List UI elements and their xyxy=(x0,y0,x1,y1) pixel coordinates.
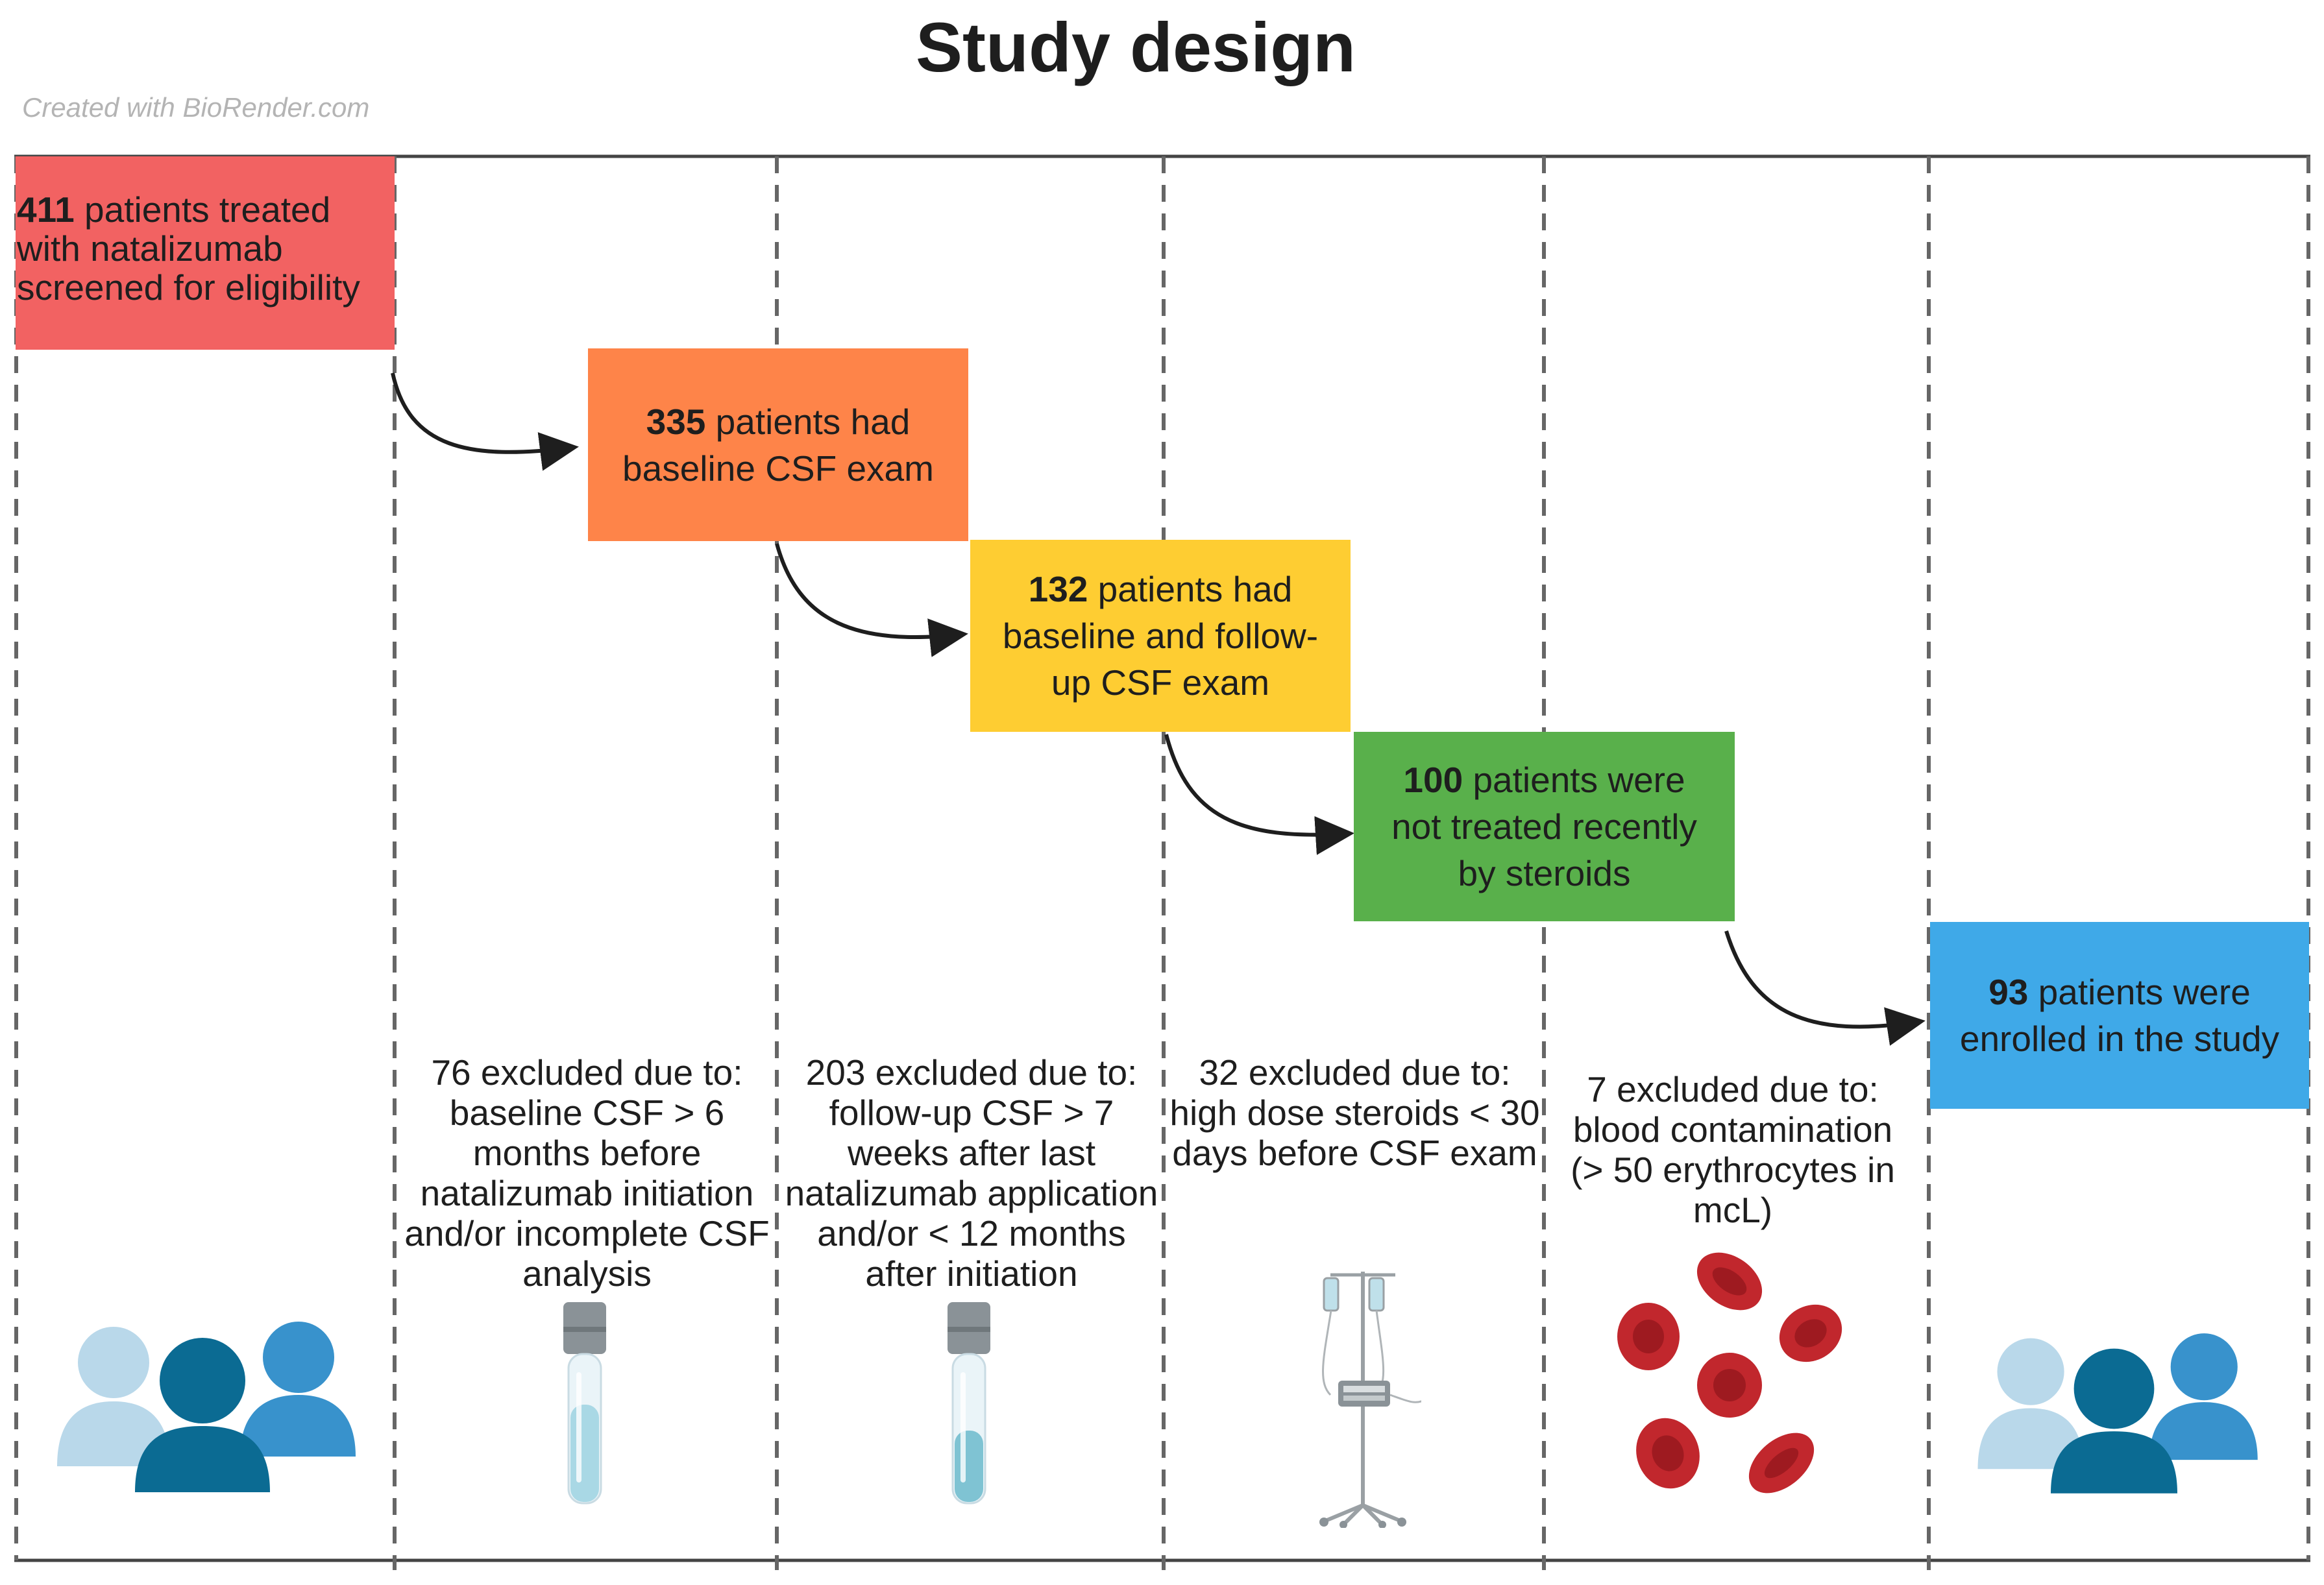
exclusion-text: follow-up CSF > 7 weeks after last natal… xyxy=(785,1093,1158,1294)
exclusion-heading: 32 excluded due to: xyxy=(1199,1052,1511,1093)
exclusion-text: blood contamination (> 50 erythrocytes i… xyxy=(1571,1109,1895,1230)
exclusion-heading: 7 excluded due to: xyxy=(1587,1069,1879,1109)
patients-group-icon xyxy=(1977,1333,2258,1494)
exclusion-note: 203 excluded due to: follow-up CSF > 7 w… xyxy=(777,1052,1166,1294)
enrolled-text: patients were enrolled in the study xyxy=(1959,972,2280,1059)
flow-arrow xyxy=(1164,734,1354,855)
steroids-text: patients were not treated recently by st… xyxy=(1391,760,1697,893)
patients-group-icon xyxy=(57,1322,356,1492)
enrolled-label: 93 patients were enrolled in the study xyxy=(1951,969,2288,1062)
flow-arrow xyxy=(391,372,579,471)
baseline-box: 335 patients had baseline CSF exam xyxy=(588,348,968,541)
exclusion-text: baseline CSF > 6 months before natalizum… xyxy=(404,1093,770,1294)
red-blood-cells-icon xyxy=(1617,1252,1842,1494)
enrolled-count: 93 xyxy=(1988,972,2029,1012)
baseline-text: patients had baseline CSF exam xyxy=(622,401,934,489)
exclusion-note: 7 excluded due to: blood contamination (… xyxy=(1558,1069,1908,1230)
steroids-label: 100 patients were not treated recently b… xyxy=(1379,756,1710,897)
baseline-count: 335 xyxy=(646,401,706,442)
screened-text: patients treated with natalizumab screen… xyxy=(17,189,360,308)
flow-arrow xyxy=(775,543,968,657)
followup-count: 132 xyxy=(1028,569,1088,609)
steroids-count: 100 xyxy=(1403,760,1463,800)
exclusion-note: 32 excluded due to: high dose steroids <… xyxy=(1168,1052,1541,1173)
screened-label: 411 patients treated with natalizumab sc… xyxy=(17,190,380,307)
followup-text: patients had baseline and follow-up CSF … xyxy=(1002,569,1319,703)
enrolled-box: 93 patients were enrolled in the study xyxy=(1930,922,2309,1109)
csf-tube-icon xyxy=(563,1302,606,1505)
credit-text: Created with BioRender.com xyxy=(22,92,370,123)
followup-box: 132 patients had baseline and follow-up … xyxy=(970,540,1351,732)
exclusion-text: high dose steroids < 30 days before CSF … xyxy=(1169,1093,1540,1173)
screened-count: 411 xyxy=(17,189,75,230)
screened-box: 411 patients treated with natalizumab sc… xyxy=(16,156,395,350)
diagram-title: Study design xyxy=(915,8,1356,86)
exclusion-note: 76 excluded due to: baseline CSF > 6 mon… xyxy=(397,1052,777,1294)
iv-stand-icon xyxy=(1319,1272,1421,1528)
baseline-label: 335 patients had baseline CSF exam xyxy=(619,398,937,492)
exclusion-heading: 203 excluded due to: xyxy=(805,1052,1138,1093)
flow-arrow xyxy=(1724,930,1926,1046)
steroids-box: 100 patients were not treated recently b… xyxy=(1354,732,1735,921)
csf-tube-icon xyxy=(948,1302,990,1505)
exclusion-heading: 76 excluded due to: xyxy=(431,1052,743,1093)
followup-label: 132 patients had baseline and follow-up … xyxy=(992,566,1329,706)
